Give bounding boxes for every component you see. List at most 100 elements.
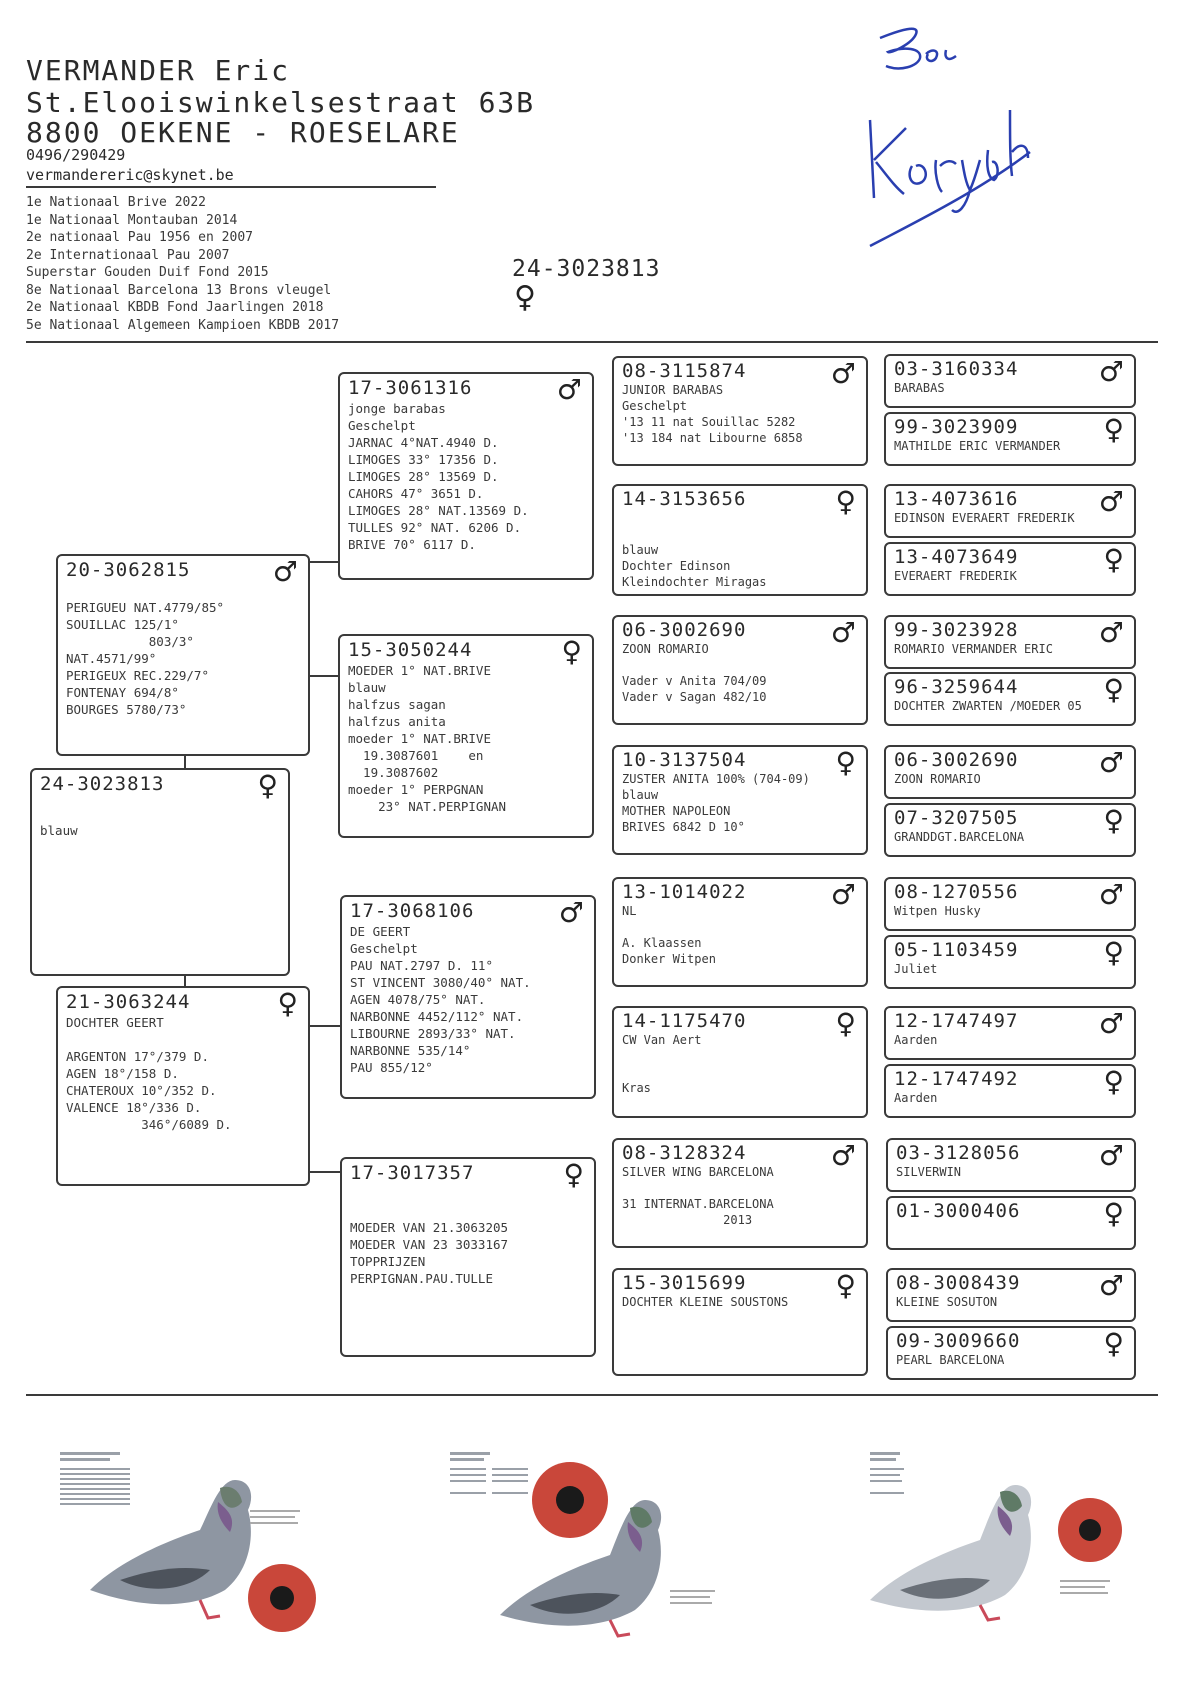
ring-number: 08-3128324 bbox=[622, 1142, 747, 1164]
gen3-box: 08-3115874 ♂ JUNIOR BARABAS Geschelpt '1… bbox=[612, 356, 868, 466]
female-icon: ♀ bbox=[277, 987, 298, 1020]
gen4-box: 13-4073616 ♂ EDINSON EVERAERT FREDERIK bbox=[884, 484, 1136, 538]
male-icon: ♂ bbox=[558, 896, 584, 929]
pigeon-notes: MATHILDE ERIC VERMANDER bbox=[894, 439, 1061, 453]
ring-number: 24-3023813 bbox=[40, 773, 165, 795]
breeder-city: 8800 OEKENE - ROESELARE bbox=[26, 116, 460, 149]
signature bbox=[868, 27, 1031, 248]
pigeon-notes: blauw bbox=[40, 823, 78, 838]
pigeon-notes: Aarden bbox=[894, 1033, 938, 1047]
footer-divider bbox=[26, 1394, 1158, 1396]
female-icon: ♀ bbox=[1103, 673, 1124, 706]
pigeon-notes: GRANDDGT.BARCELONA bbox=[894, 830, 1025, 844]
gen3-box: 14-3153656 ♀ blauw Dochter Edinson Klein… bbox=[612, 484, 868, 596]
male-icon: ♂ bbox=[1098, 355, 1124, 388]
ring-number: 08-1270556 bbox=[894, 881, 1019, 903]
gen4-box: 09-3009660 ♀ PEARL BARCELONA bbox=[886, 1326, 1136, 1380]
female-icon: ♀ bbox=[835, 485, 856, 518]
breeder-phone: 0496/290429 bbox=[26, 146, 126, 164]
male-icon: ♂ bbox=[1098, 616, 1124, 649]
female-icon: ♀ bbox=[1103, 804, 1124, 837]
female-icon: ♀ bbox=[835, 1007, 856, 1040]
email-underline bbox=[26, 186, 436, 188]
pigeon-notes: EDINSON EVERAERT FREDERIK bbox=[894, 511, 1075, 525]
pigeon-photo bbox=[850, 1440, 1150, 1640]
pigeon-notes: Witpen Husky bbox=[894, 904, 981, 918]
breeder-street: St.Elooiswinkelsestraat 63B bbox=[26, 86, 536, 119]
pigeon-notes: NL A. Klaassen Donker Witpen bbox=[622, 904, 716, 966]
gen4-box: 08-1270556 ♂ Witpen Husky bbox=[884, 877, 1136, 931]
pigeon-notes: PEARL BARCELONA bbox=[896, 1353, 1005, 1367]
ring-number: 03-3128056 bbox=[896, 1142, 1021, 1164]
female-icon: ♀ bbox=[561, 635, 582, 668]
ring-number: 14-3153656 bbox=[622, 488, 747, 510]
female-icon: ♀ bbox=[1103, 413, 1124, 446]
female-icon: ♀ bbox=[1103, 1327, 1124, 1360]
pigeon-notes: DOCHTER ZWARTEN /MOEDER 05 bbox=[894, 699, 1082, 713]
gen4-box: 03-3128056 ♂ SILVERWIN bbox=[886, 1138, 1136, 1192]
male-icon: ♂ bbox=[1098, 1269, 1124, 1302]
ring-number: 10-3137504 bbox=[622, 749, 747, 771]
ring-number: 09-3009660 bbox=[896, 1330, 1021, 1352]
ring-number: 15-3015699 bbox=[622, 1272, 747, 1294]
male-icon: ♂ bbox=[1098, 1139, 1124, 1172]
ring-number: 17-3068106 bbox=[350, 900, 475, 922]
gen4-box: 13-4073649 ♀ EVERAERT FREDERIK bbox=[884, 542, 1136, 596]
pigeon-photo bbox=[50, 1440, 350, 1640]
pigeon-notes: EVERAERT FREDERIK bbox=[894, 569, 1017, 583]
ring-number: 17-3061316 bbox=[348, 377, 473, 399]
male-icon: ♂ bbox=[830, 357, 856, 390]
male-icon: ♂ bbox=[830, 878, 856, 911]
subject-box: 24-3023813 ♀ blauw bbox=[30, 768, 290, 976]
female-icon: ♀ bbox=[1103, 1197, 1124, 1230]
ring-number: 12-1747497 bbox=[894, 1010, 1019, 1032]
pigeon-notes: Juliet bbox=[894, 962, 938, 976]
gen2-box: 17-3017357 ♀ MOEDER VAN 21.3063205 MOEDE… bbox=[340, 1157, 596, 1357]
ring-number: 06-3002690 bbox=[894, 749, 1019, 771]
achievement-item: 2e nationaal Pau 1956 en 2007 bbox=[26, 230, 253, 245]
pigeon-notes: ZOON ROMARIO Vader v Anita 704/09 Vader … bbox=[622, 642, 767, 704]
achievement-item: 2e Internationaal Pau 2007 bbox=[26, 247, 230, 263]
male-icon: ♂ bbox=[1098, 485, 1124, 518]
gen2-box: 15-3050244 ♀ MOEDER 1° NAT.BRIVE blauw h… bbox=[338, 634, 594, 838]
gen3-box: 13-1014022 ♂ NL A. Klaassen Donker Witpe… bbox=[612, 877, 868, 987]
male-icon: ♂ bbox=[272, 555, 298, 588]
pigeon-notes: ROMARIO VERMANDER ERIC bbox=[894, 642, 1053, 656]
ring-number: 13-4073649 bbox=[894, 546, 1019, 568]
pigeon-notes: JUNIOR BARABAS Geschelpt '13 11 nat Soui… bbox=[622, 383, 803, 445]
ring-number: 08-3008439 bbox=[896, 1272, 1021, 1294]
gen3-box: 10-3137504 ♀ ZUSTER ANITA 100% (704-09) … bbox=[612, 745, 868, 855]
female-icon: ♀ bbox=[1103, 936, 1124, 969]
ring-number: 17-3017357 bbox=[350, 1162, 475, 1184]
gen4-box: 96-3259644 ♀ DOCHTER ZWARTEN /MOEDER 05 bbox=[884, 672, 1136, 726]
ring-number: 08-3115874 bbox=[622, 360, 747, 382]
dam-box: 21-3063244 ♀ DOCHTER GEERT ARGENTON 17°/… bbox=[56, 986, 310, 1186]
pigeon-notes: DE GEERT Geschelpt PAU NAT.2797 D. 11° S… bbox=[350, 924, 531, 1075]
male-icon: ♂ bbox=[1098, 878, 1124, 911]
female-icon: ♀ bbox=[1103, 1065, 1124, 1098]
ring-number: 12-1747492 bbox=[894, 1068, 1019, 1090]
gen3-box: 14-1175470 ♀ CW Van Aert Kras bbox=[612, 1006, 868, 1118]
gen2-box: 17-3068106 ♂ DE GEERT Geschelpt PAU NAT.… bbox=[340, 895, 596, 1099]
female-icon: ♀ bbox=[514, 280, 536, 315]
ring-number: 13-4073616 bbox=[894, 488, 1019, 510]
ring-number: 03-3160334 bbox=[894, 358, 1019, 380]
pigeon-notes: DOCHTER GEERT ARGENTON 17°/379 D. AGEN 1… bbox=[66, 1015, 232, 1132]
gen3-box: 08-3128324 ♂ SILVER WING BARCELONA 31 IN… bbox=[612, 1138, 868, 1248]
pigeon-notes: MOEDER 1° NAT.BRIVE blauw halfzus sagan … bbox=[348, 663, 507, 814]
gen4-box: 05-1103459 ♀ Juliet bbox=[884, 935, 1136, 989]
achievement-item: 1e Nationaal Brive 2022 bbox=[26, 195, 207, 210]
gen4-box: 12-1747497 ♂ Aarden bbox=[884, 1006, 1136, 1060]
male-icon: ♂ bbox=[1098, 746, 1124, 779]
pigeon-notes: MOEDER VAN 21.3063205 MOEDER VAN 23 3033… bbox=[350, 1220, 509, 1286]
pigeon-notes: DOCHTER KLEINE SOUSTONS bbox=[622, 1295, 789, 1309]
achievement-item: 8e Nationaal Barcelona 13 Brons vleugel bbox=[26, 282, 332, 298]
gen3-box: 06-3002690 ♂ ZOON ROMARIO Vader v Anita … bbox=[612, 615, 868, 725]
gen4-box: 03-3160334 ♂ BARABAS bbox=[884, 354, 1136, 408]
ring-number: 99-3023928 bbox=[894, 619, 1019, 641]
ring-number: 14-1175470 bbox=[622, 1010, 747, 1032]
sire-box: 20-3062815 ♂ PERIGUEU NAT.4779/85° SOUIL… bbox=[56, 554, 310, 756]
gen4-box: 06-3002690 ♂ ZOON ROMARIO bbox=[884, 745, 1136, 799]
male-icon: ♂ bbox=[1098, 1007, 1124, 1040]
ring-number: 99-3023909 bbox=[894, 416, 1019, 438]
